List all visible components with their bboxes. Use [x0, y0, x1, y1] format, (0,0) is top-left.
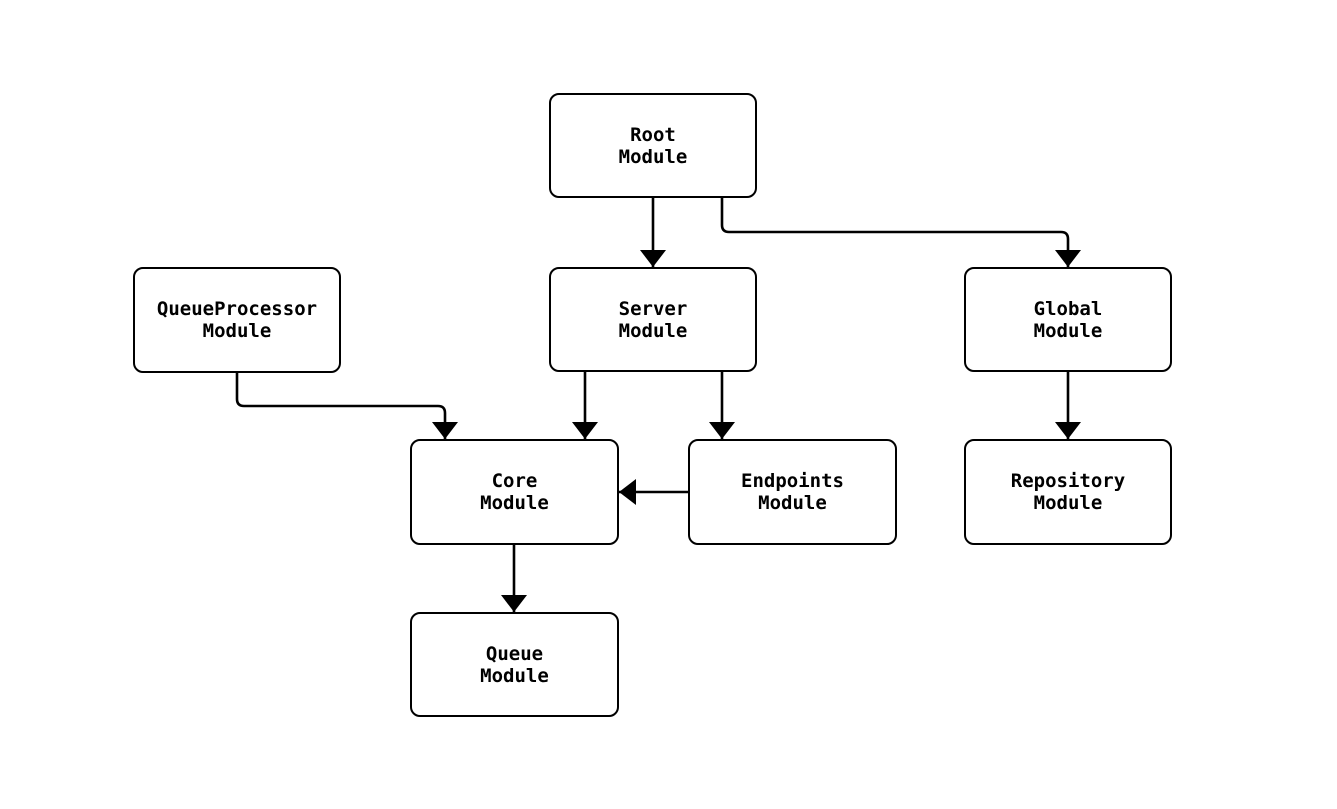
node-queue-module: Queue Module	[410, 612, 619, 717]
node-label-root: Root Module	[618, 123, 688, 168]
edge-root-to-global	[720, 198, 1081, 267]
node-queueprocessor-module: QueueProcessor Module	[133, 267, 341, 373]
node-core-module: Core Module	[410, 439, 619, 545]
node-global-module: Global Module	[964, 267, 1172, 372]
node-label-queueprocessor: QueueProcessor Module	[156, 298, 318, 342]
node-label-global: Global Module	[1033, 297, 1103, 342]
node-label-core: Core Module	[480, 470, 549, 514]
node-endpoints-module: Endpoints Module	[688, 439, 897, 545]
node-label-repository: Repository Module	[1010, 470, 1126, 514]
edges-group	[235, 198, 1081, 612]
node-server-module: Server Module	[549, 267, 757, 372]
node-label-server: Server Module	[618, 297, 688, 342]
node-label-endpoints: Endpoints Module	[741, 470, 844, 514]
edge-queueprocessor-to-core	[235, 373, 458, 439]
node-repository-module: Repository Module	[964, 439, 1172, 545]
node-root-module: Root Module	[549, 93, 757, 198]
node-label-queue: Queue Module	[480, 642, 549, 687]
